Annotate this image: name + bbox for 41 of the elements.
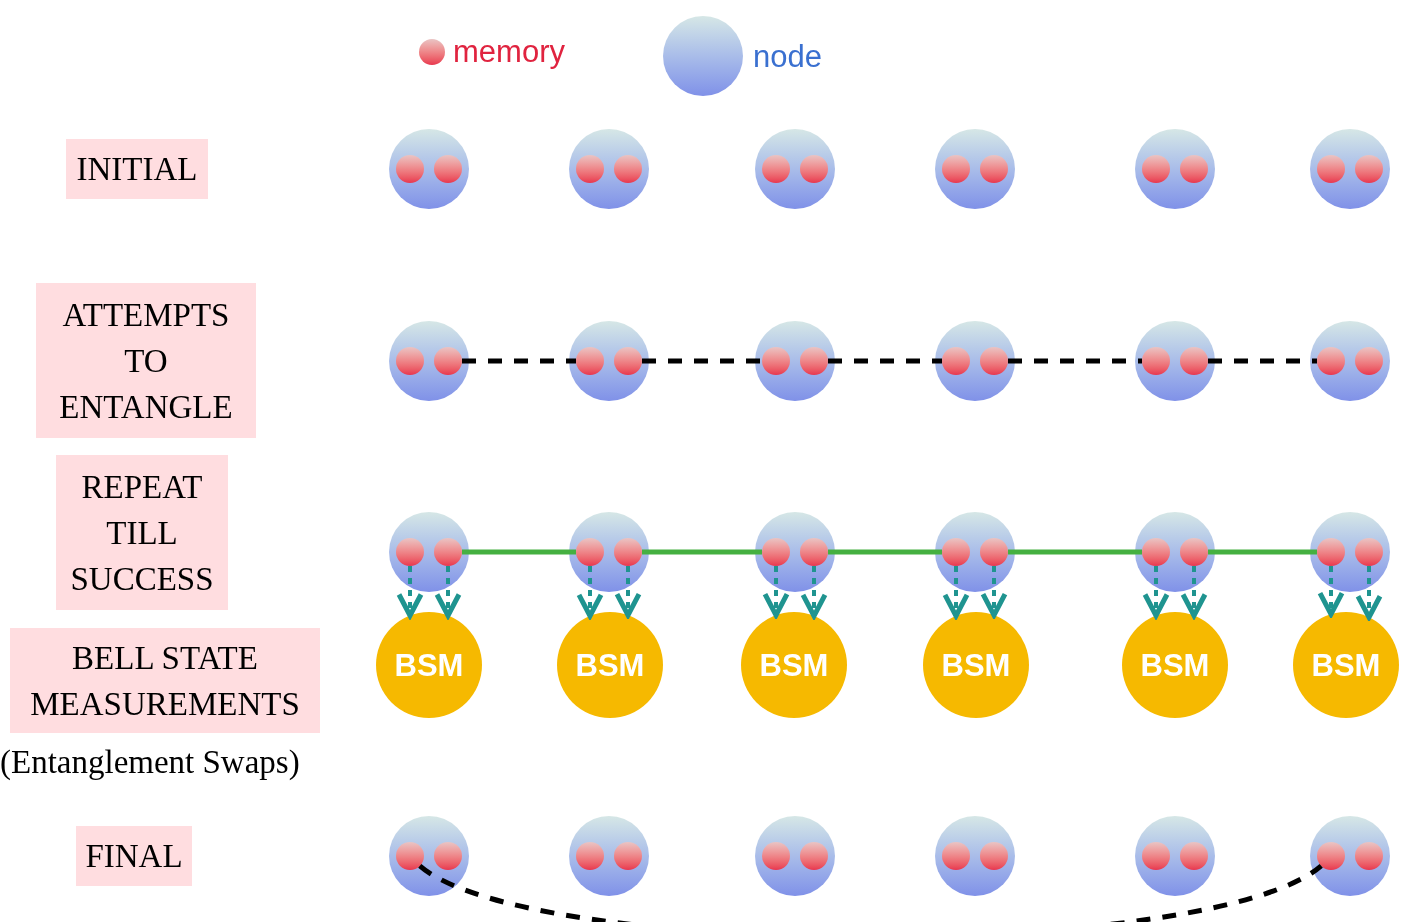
arrow [396,566,424,618]
row-label: ATTEMPTS TO ENTANGLE [58,295,234,427]
node-label: BSM [394,649,464,681]
row-label-box [10,628,320,733]
connector-line [828,358,942,364]
node-label: BSM [941,649,1011,681]
node-label: BSM [1140,649,1210,681]
node-label: BSM [575,649,645,681]
arrow [762,566,790,618]
arrow [614,566,642,618]
connector-line [462,549,576,555]
row-label: INITIAL [76,150,198,189]
arrow [980,566,1008,618]
row-label: BELL STATE MEASUREMENTS [29,638,301,724]
node-label: BSM [759,649,829,681]
arrow [942,566,970,619]
row-label: FINAL [85,837,183,876]
connector-line [642,358,762,364]
arrow [1180,566,1208,618]
arrow [1317,566,1345,617]
connector-line [828,549,942,555]
arrow [434,566,462,618]
arrow [800,566,828,619]
legend-label: memory [453,36,565,67]
connector-line [642,549,762,555]
connector-line [1208,358,1317,364]
row-label: REPEAT TILL SUCCESS [69,467,215,599]
connector-line [1208,549,1317,555]
row-label-box [36,283,256,438]
row-label-box [56,455,228,610]
arrow [1355,566,1383,620]
arrow [1142,566,1170,618]
connector-line [462,358,576,364]
arrow [576,566,604,619]
row-label-box [76,826,192,886]
legend-label: node [753,40,822,72]
connector-line [1008,549,1142,555]
row-label-box [66,139,208,199]
node-label: BSM [1311,649,1381,681]
connector-line [1008,358,1142,364]
row-caption: (Entanglement Swaps) [0,743,300,782]
